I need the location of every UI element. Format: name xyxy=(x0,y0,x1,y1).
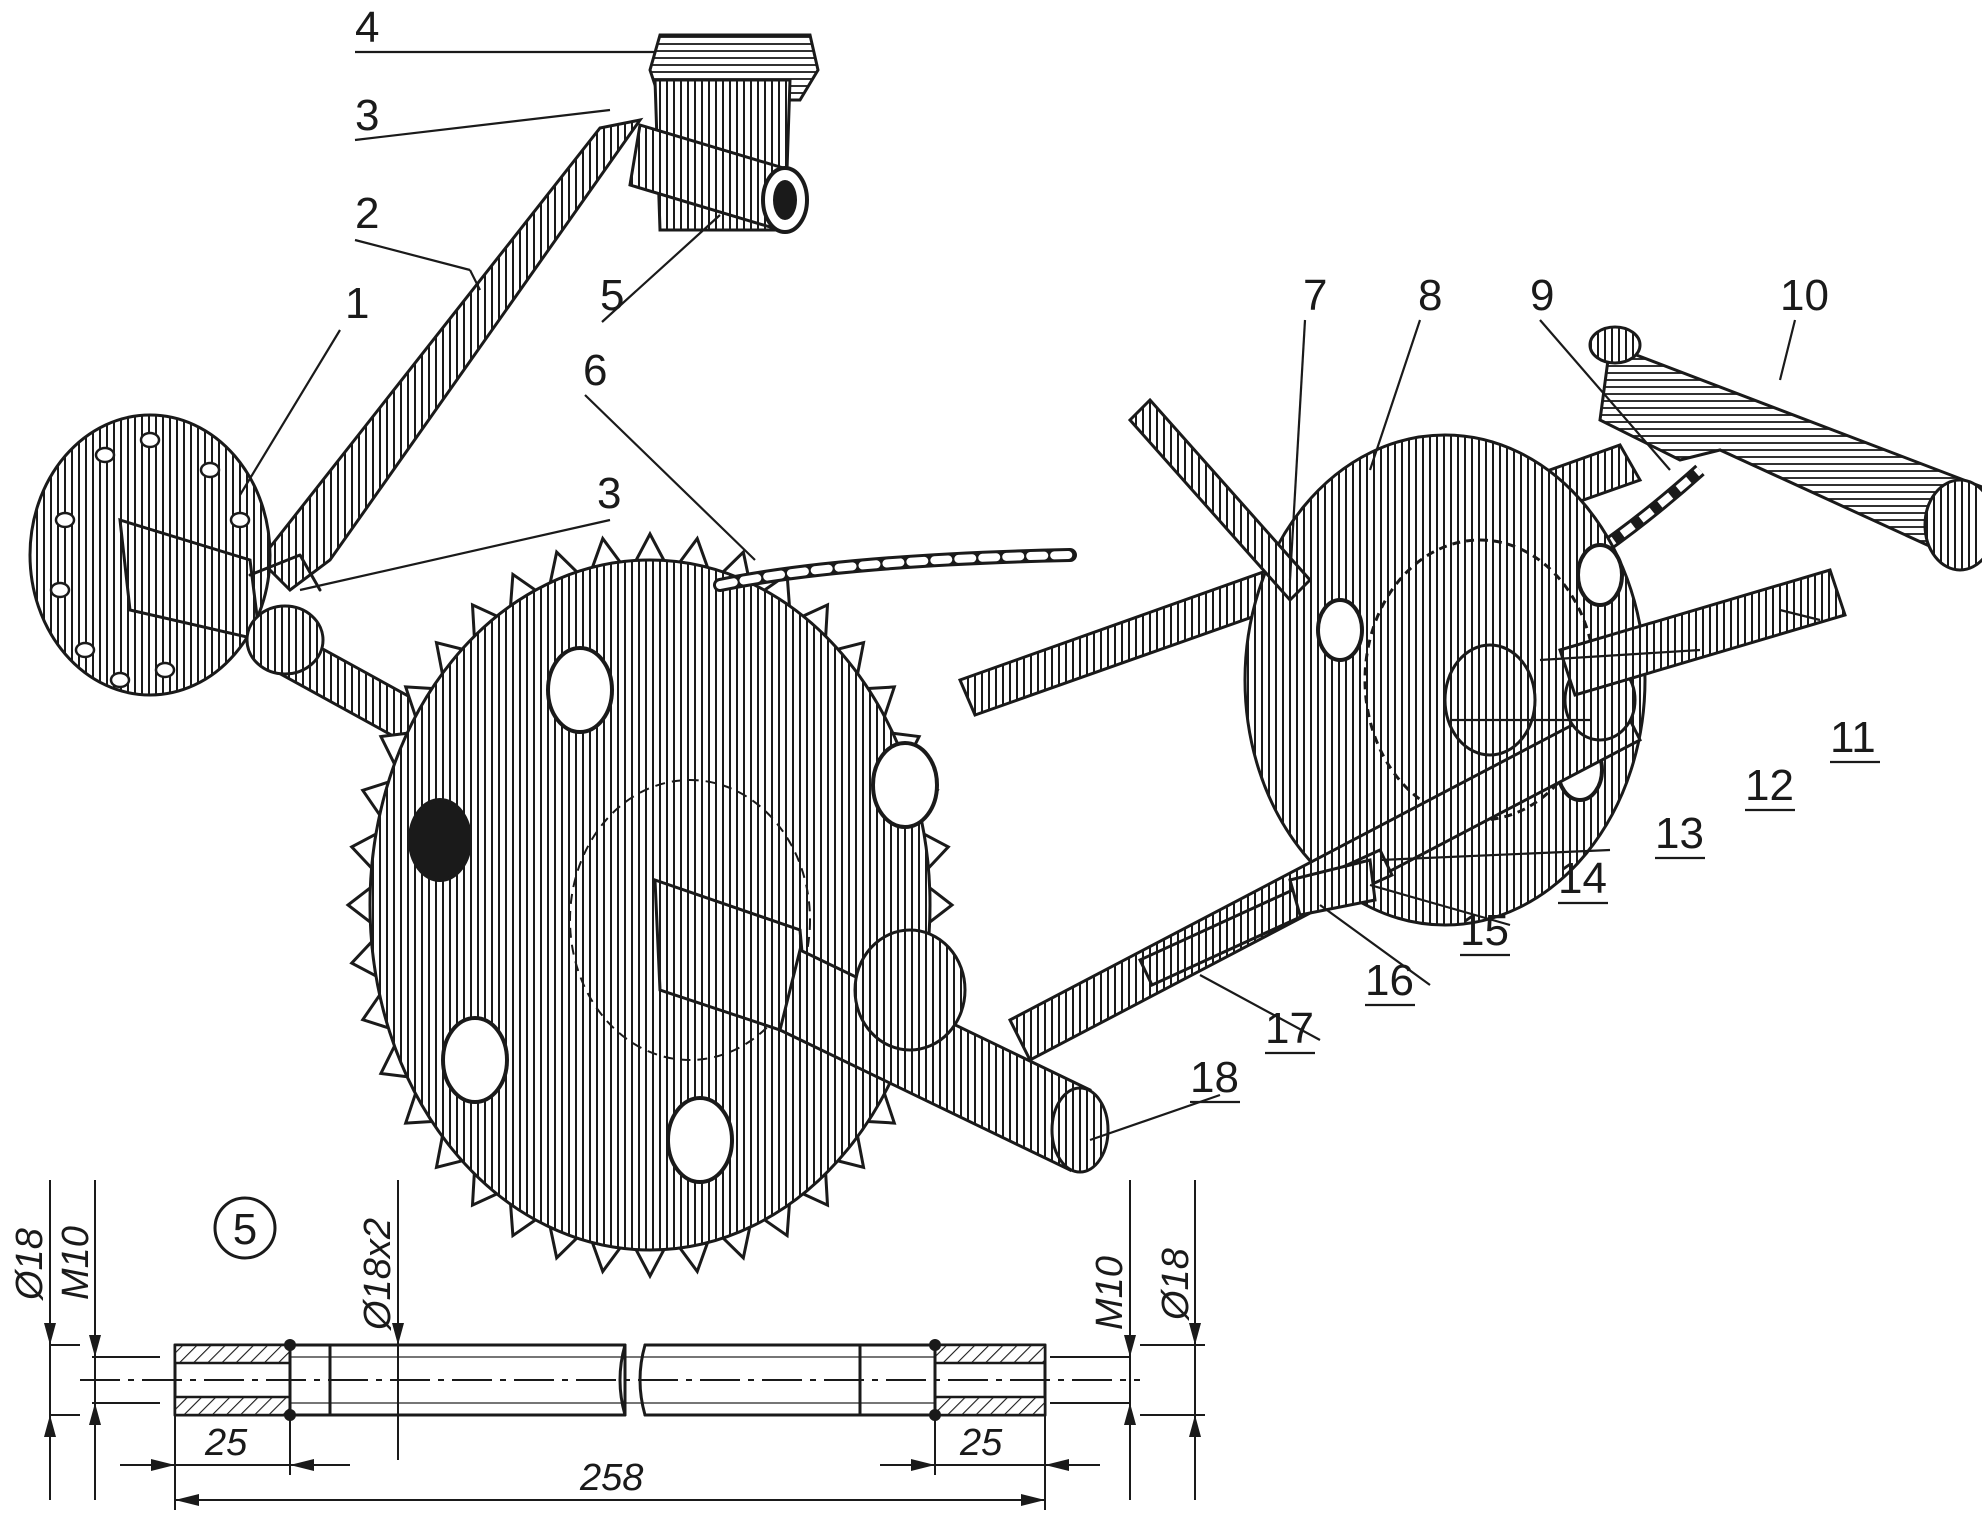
dim-d18-right: Ø18 xyxy=(1155,1248,1197,1322)
callout-3-top: 3 xyxy=(355,91,379,140)
insert-left-bottom xyxy=(173,1395,292,1417)
rear-disk-holes xyxy=(1316,543,1624,802)
callout-13: 13 xyxy=(1655,809,1704,858)
sprocket-tooth xyxy=(345,884,372,926)
callout-6: 6 xyxy=(583,346,607,395)
shaft-bearing xyxy=(245,604,325,676)
detail-marker xyxy=(213,1196,277,1260)
callout-underlines xyxy=(1190,760,1880,1104)
callout-2: 2 xyxy=(355,189,379,238)
dim-len-left: 25 xyxy=(204,1422,248,1464)
callout-16: 16 xyxy=(1365,956,1414,1005)
callout-14: 14 xyxy=(1558,854,1607,903)
dim-len-right: 25 xyxy=(959,1422,1003,1464)
dim-d18-left: Ø18 xyxy=(9,1228,51,1302)
callout-leaders xyxy=(239,50,1821,1142)
callout-7: 7 xyxy=(1303,271,1327,320)
insert-left-top xyxy=(173,1343,292,1365)
platform-roller xyxy=(1923,478,1982,572)
big-sprocket-disk xyxy=(368,558,932,1252)
callout-8: 8 xyxy=(1418,271,1442,320)
rear-disk xyxy=(1243,433,1647,927)
callout-18: 18 xyxy=(1190,1053,1239,1102)
pedal-assembly xyxy=(257,33,820,592)
rear-shaft-7 xyxy=(1127,397,1313,603)
dim-m10-right: M10 xyxy=(1089,1256,1131,1330)
detail-marker-label: 5 xyxy=(233,1205,257,1254)
dim-d18x2: Ø18x2 xyxy=(357,1218,399,1332)
big-sprocket-teeth xyxy=(345,530,955,1280)
callout-11: 11 xyxy=(1830,713,1876,762)
left-flange-assembly xyxy=(28,413,472,773)
bolt-circle xyxy=(569,779,811,1061)
callout-15: 15 xyxy=(1460,906,1509,955)
platform-plate xyxy=(1598,342,1982,563)
tensioner-tube xyxy=(1558,568,1847,697)
sprocket-tooth xyxy=(633,530,667,562)
clamp xyxy=(1288,858,1377,917)
sprocket-tooth xyxy=(633,1248,667,1280)
big-sprocket xyxy=(345,530,1110,1280)
callout-10: 10 xyxy=(1780,271,1829,320)
big-sprocket-holes xyxy=(408,646,939,1184)
callout-3-bottom: 3 xyxy=(597,469,621,518)
callout-12: 12 xyxy=(1745,761,1794,810)
callout-9: 9 xyxy=(1530,271,1554,320)
chain-upper xyxy=(713,548,1077,592)
callout-1: 1 xyxy=(345,279,369,328)
sprocket-tooth xyxy=(928,884,955,926)
rear-assembly xyxy=(957,325,1982,1063)
dim-m10-left: M10 xyxy=(55,1226,97,1300)
callout-5: 5 xyxy=(600,271,624,320)
callout-17: 17 xyxy=(1265,1004,1314,1053)
flange-bolt-holes xyxy=(49,431,251,689)
output-shaft-end xyxy=(1050,1086,1110,1174)
dim-len-total: 258 xyxy=(579,1457,643,1499)
callout-labels: 4 3 2 5 1 3 6 7 8 9 10 11 12 13 14 15 16… xyxy=(345,3,1876,1102)
arm-bracket xyxy=(248,553,322,592)
callout-4: 4 xyxy=(355,3,379,52)
insert-right-top xyxy=(933,1343,1047,1365)
insert-right-bottom xyxy=(933,1395,1047,1417)
detail-drawing: 5 xyxy=(9,1180,1205,1510)
